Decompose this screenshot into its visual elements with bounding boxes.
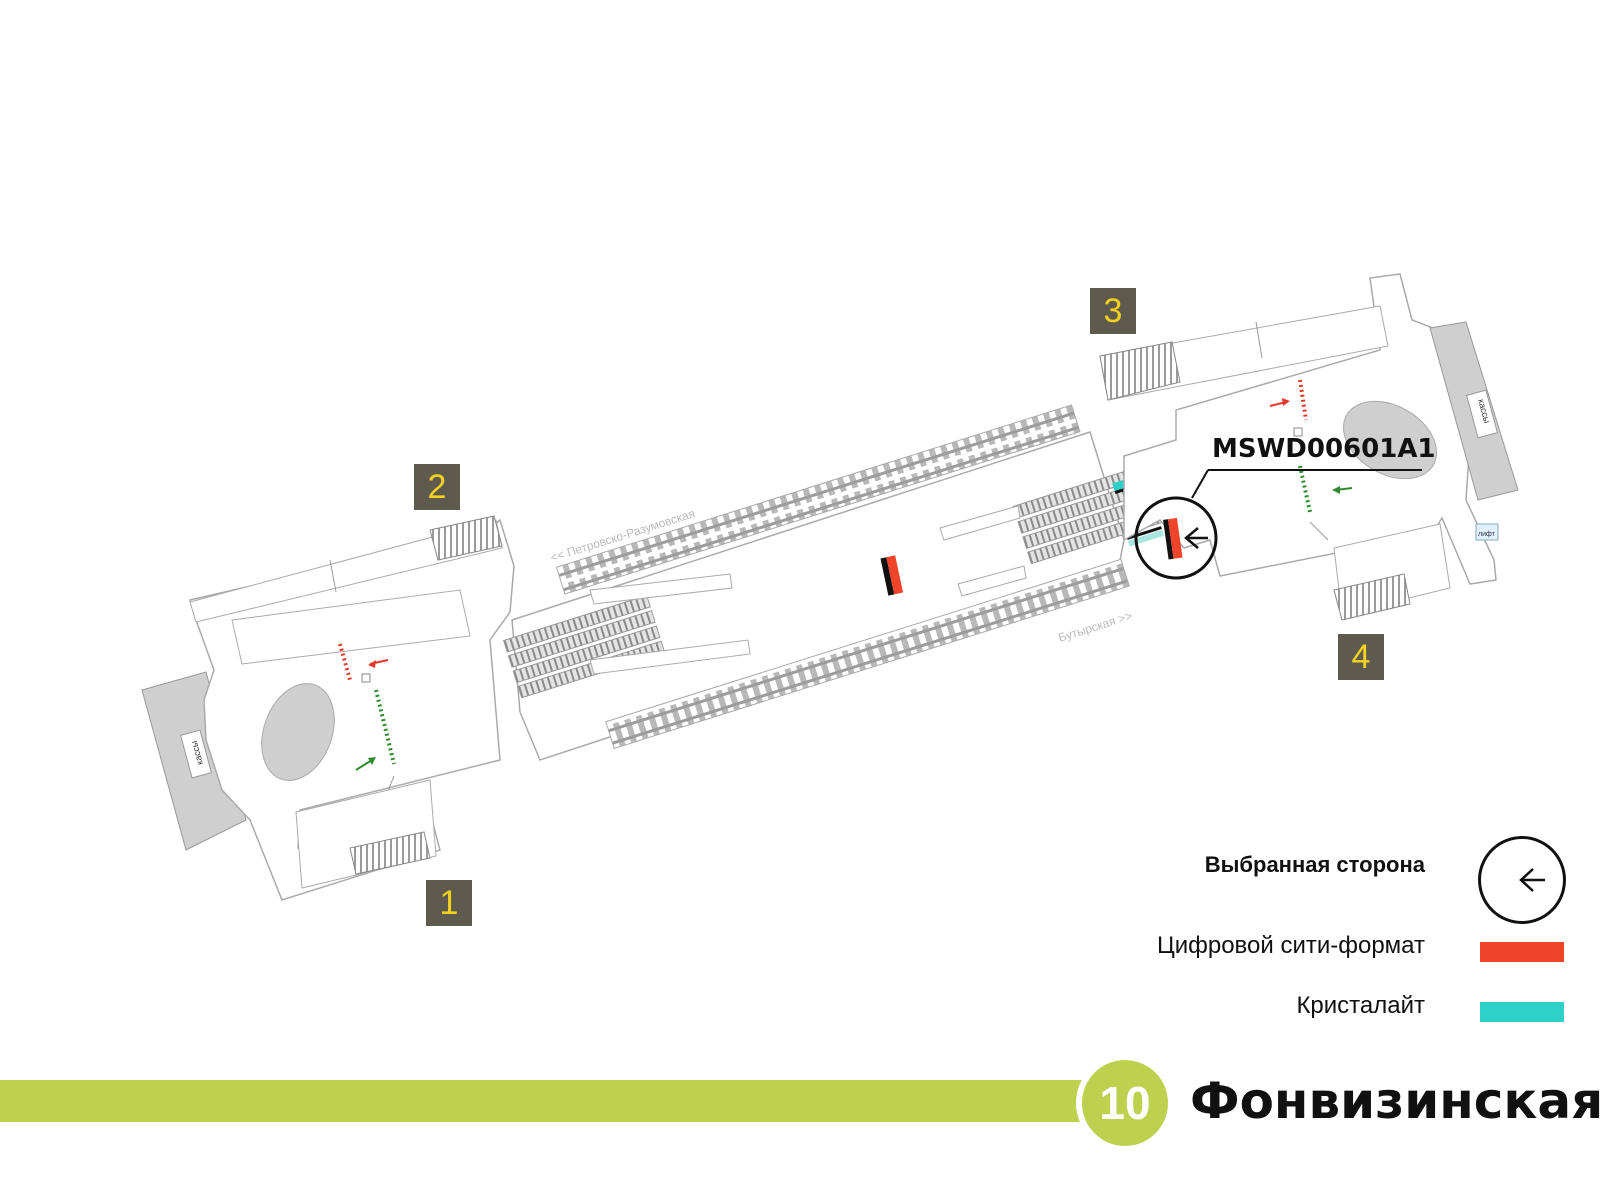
- exit-badge-1: 1: [426, 880, 472, 926]
- metro-line-bar: [0, 1080, 1100, 1122]
- legend-digital-swatch: [1480, 942, 1564, 962]
- exit-badge-4: 4: [1338, 634, 1384, 680]
- elevator-label: лифт: [1478, 531, 1496, 538]
- legend-selected-side-icon: [1478, 836, 1566, 924]
- left-vestibule: кассы: [141, 518, 515, 901]
- platform-area: << Петровско-Разумовская Бутырская >>: [502, 404, 1166, 761]
- legend-digital-label: Цифровой сити-формат: [1156, 932, 1425, 959]
- line-number-badge: 10: [1082, 1060, 1168, 1146]
- digital-cityformat-marker: [880, 555, 904, 596]
- exit-badge-2: 2: [414, 464, 460, 510]
- arrow-left-icon: [1184, 527, 1208, 549]
- legend-crystal-swatch: [1480, 1002, 1564, 1022]
- arrow-green-icon: [355, 759, 373, 771]
- selected-side-marker: [1134, 469, 1422, 580]
- direction-label-bottom: Бутырская >>: [1057, 609, 1134, 645]
- placement-code: MSWD00601A1: [1212, 434, 1436, 464]
- legend-selected-side-label: Выбранная сторона: [1204, 852, 1425, 877]
- station-name: Фонвизинская: [1190, 1072, 1600, 1130]
- right-vestibule: кассы лифт: [1123, 273, 1519, 585]
- exit-badge-3: 3: [1090, 288, 1136, 334]
- arrow-left-icon: [1519, 868, 1545, 892]
- legend-crystal-label: Кристалайт: [1296, 992, 1425, 1019]
